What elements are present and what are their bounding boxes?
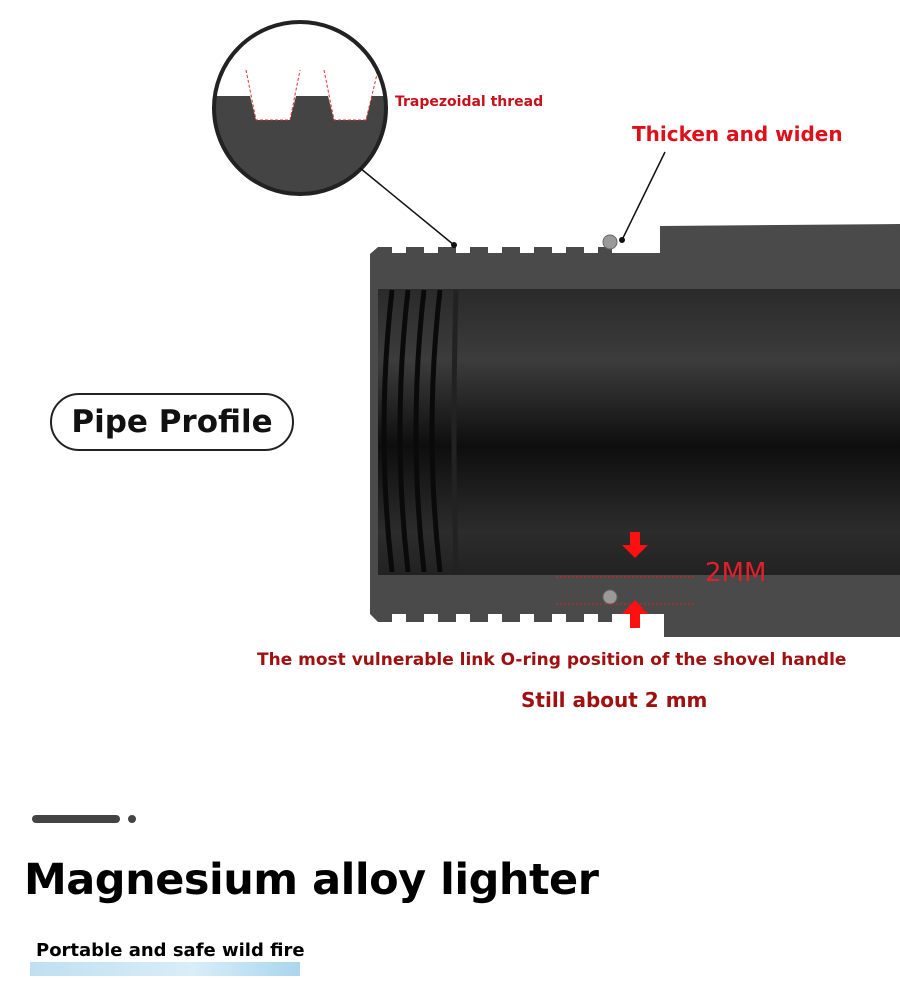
bottom-thread-grooves bbox=[392, 614, 664, 638]
subtitle-text: Portable and safe wild fire bbox=[36, 940, 305, 961]
pipe-bore bbox=[378, 289, 900, 575]
thickness-measurement bbox=[556, 532, 695, 628]
pipe-body bbox=[370, 224, 900, 638]
subtitle-banner: Portable and safe wild fire bbox=[30, 940, 305, 976]
thread-magnifier bbox=[212, 20, 666, 248]
arrow-down-icon bbox=[622, 532, 648, 558]
top-thread-grooves bbox=[392, 240, 660, 253]
thickness-label: 2MM bbox=[705, 558, 767, 588]
internal-threads bbox=[381, 289, 459, 573]
o-ring-top bbox=[602, 234, 618, 250]
arrow-up-icon bbox=[622, 600, 648, 628]
callout-still-about: Still about 2 mm bbox=[521, 688, 708, 712]
callout-vulnerable-link: The most vulnerable link O-ring position… bbox=[257, 650, 847, 670]
pipe-profile-badge: Pipe Profile bbox=[50, 393, 294, 451]
section-title: Magnesium alloy lighter bbox=[24, 855, 599, 905]
subtitle-highlight bbox=[30, 962, 300, 976]
decorative-divider bbox=[32, 815, 136, 823]
o-ring-bottom bbox=[602, 589, 618, 605]
callout-trapezoidal-thread: Trapezoidal thread bbox=[395, 94, 544, 110]
callout-thicken-widen: Thicken and widen bbox=[632, 122, 843, 146]
